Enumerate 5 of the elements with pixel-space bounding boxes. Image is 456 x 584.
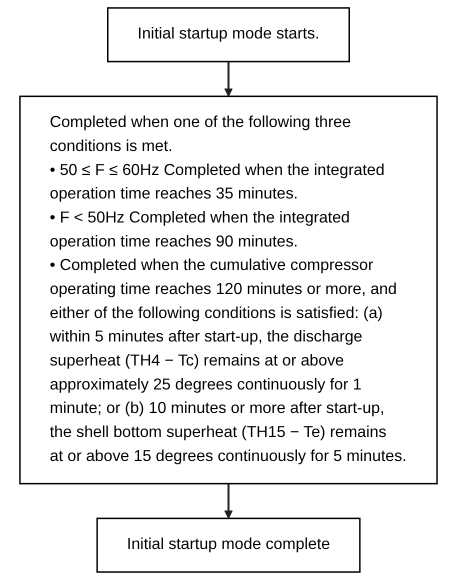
arrow xyxy=(224,484,232,519)
node-box: Initial startup mode complete xyxy=(96,518,360,573)
node-box: Initial startup mode starts. xyxy=(106,7,350,62)
arrow xyxy=(224,62,232,97)
node-box: Completed when one of the following three conditions is met. • 50 ≤ F ≤ 60Hz Completed when the integrated operation time reaches 35 minutes. • F < 50Hz Completed when the integrated operation time reaches 90 minutes. • Completed when the cumulative compressor operating time reaches 120 minutes or more, and either of the following conditions is satisfied: (a) within 5 minutes after start-up, the discharge superheat (TH4 − Tc) remains at or above approximately 25 degrees continuously for 1 minute; or (b) 10 minutes or more after start-up, the shell bottom superheat (TH15 − Te) remains at or above 15 degrees continuously for 5 minutes. xyxy=(18,96,438,484)
